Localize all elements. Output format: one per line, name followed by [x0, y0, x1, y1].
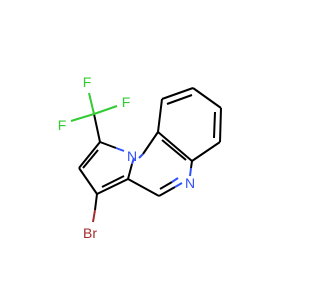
bond-c4-n5-inner	[159, 181, 173, 190]
atom-label-nitrogen-2: N	[185, 175, 195, 191]
bond-n5-c4-inner	[171, 177, 179, 183]
bonds	[70, 87, 222, 223]
bond-n-c3a	[131, 157, 135, 165]
atom-labels: F F F N N Br	[58, 74, 195, 241]
atom-label-nitrogen-1: N	[127, 148, 137, 164]
bond-cf3-f-top	[88, 92, 95, 115]
bond-c7-c6-inner	[213, 111, 216, 139]
bond-n5-c4	[174, 182, 183, 188]
bond-n-c1	[115, 147, 125, 152]
bond-c3-c3a	[96, 178, 129, 195]
bond-c9-c8-inner	[166, 94, 193, 105]
atom-label-fluorine-1: F	[83, 74, 92, 90]
bond-c5a-n5	[189, 167, 192, 177]
bond-c7-c6	[219, 107, 222, 143]
bond-c9a-c5a	[157, 131, 193, 162]
bond-n-c9a	[142, 131, 159, 155]
bond-c9a-n	[138, 153, 144, 159]
bond-n5-c5a	[190, 160, 193, 169]
bond-c9a-c5a-inner	[161, 139, 187, 161]
molecule-structure: F F F N N Br	[58, 74, 222, 241]
bond-c2-c3	[78, 167, 98, 195]
bond-c3a-c4	[127, 178, 160, 197]
bond-cf3-f-left	[70, 113, 95, 122]
bond-cf3-f-right	[93, 105, 118, 115]
bond-c8-c7	[192, 87, 222, 109]
atom-label-fluorine-3: F	[58, 117, 67, 133]
bond-c3a-n	[127, 163, 133, 180]
bond-c3-br	[94, 193, 98, 211]
atom-label-fluorine-2: F	[122, 94, 131, 110]
bond-c1-cf3	[93, 113, 101, 143]
bond-c6-c5a	[191, 141, 221, 162]
atom-label-bromine: Br	[83, 225, 97, 241]
bond-c9-c8	[161, 87, 194, 100]
bond-c1-c2-inner	[82, 149, 99, 169]
bond-c4-n5	[158, 186, 176, 197]
bond-c1-c2	[78, 141, 101, 169]
bond-c3-c3a-inner	[101, 175, 125, 188]
bond-br-c3	[92, 209, 96, 223]
bond-c1-n	[99, 141, 117, 149]
bond-c9a-c9	[157, 98, 163, 133]
